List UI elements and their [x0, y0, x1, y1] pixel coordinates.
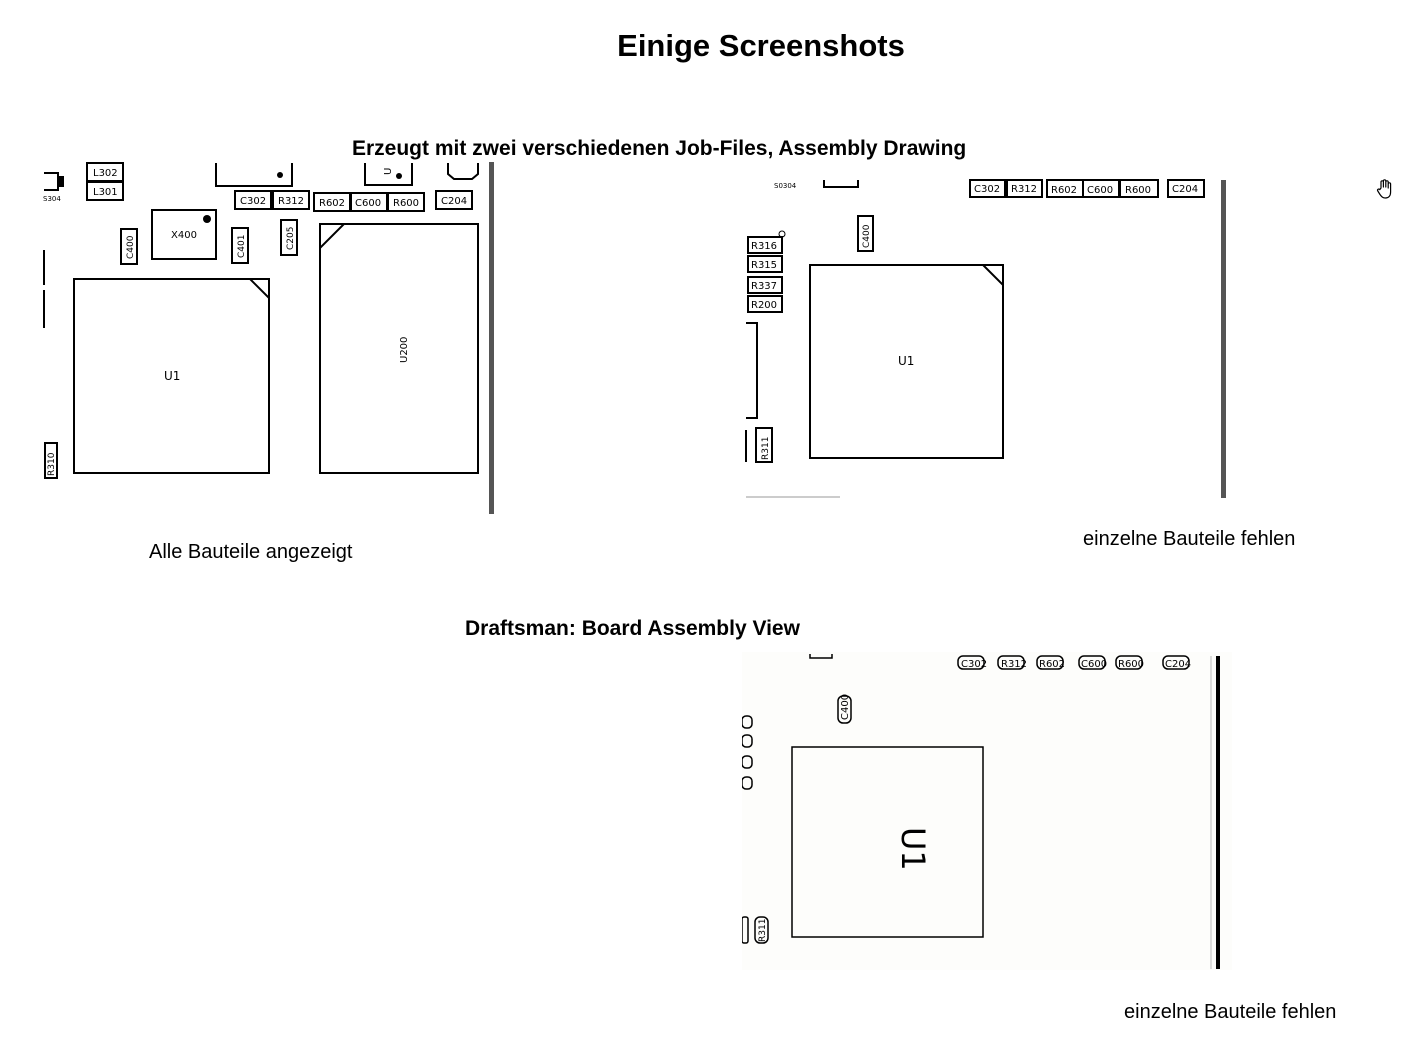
label-u1: U1 — [894, 827, 932, 871]
section-title-assembly-drawing: Erzeugt mit zwei verschiedenen Job-Files… — [352, 137, 967, 160]
label-u200: U200 — [399, 337, 410, 363]
label-c302: C302 — [974, 184, 1000, 195]
label-r602: R602 — [1039, 659, 1065, 670]
label-s304: S304 — [43, 195, 61, 203]
label-r312: R312 — [1011, 184, 1037, 195]
label-c204: C204 — [1165, 659, 1191, 670]
label-r315: R315 — [751, 260, 777, 271]
label-c204: C204 — [1172, 184, 1198, 195]
label-c400: C400 — [862, 224, 872, 248]
caption-draftsman-missing-parts: einzelne Bauteile fehlen — [1124, 1001, 1337, 1023]
label-l301: L301 — [93, 187, 118, 198]
label-r600: R600 — [1125, 185, 1151, 196]
label-r312: R312 — [1001, 659, 1027, 670]
label-s0304: S0304 — [774, 182, 797, 190]
caption-all-parts: Alle Bauteile angezeigt — [149, 541, 353, 563]
label-c401: C401 — [237, 235, 247, 258]
label-r316: R316 — [751, 241, 777, 252]
caption-missing-parts: einzelne Bauteile fehlen — [1083, 528, 1296, 550]
assembly-drawing-all-parts: L302 L301 S304 C302 R312 R602 C600 R600 … — [43, 162, 494, 514]
hand-cursor-icon — [1377, 179, 1392, 199]
label-c600: C600 — [1081, 659, 1107, 670]
label-l302: L302 — [93, 168, 118, 179]
label-c400: C400 — [840, 694, 851, 720]
label-c204: C204 — [441, 196, 467, 207]
label-u-partial: U — [383, 168, 394, 175]
label-c400: C400 — [126, 235, 136, 259]
label-r600: R600 — [393, 198, 419, 209]
label-r311: R311 — [758, 919, 768, 942]
label-c205: C205 — [286, 227, 296, 250]
draftsman-board-assembly-view: C302 R312 R602 C600 R600 C204 C400 U1 R3… — [742, 652, 1232, 970]
label-r602: R602 — [319, 198, 345, 209]
label-c600: C600 — [355, 198, 381, 209]
page-title: Einige Screenshots — [617, 28, 905, 63]
label-c302: C302 — [961, 659, 987, 670]
label-u1: U1 — [898, 354, 914, 368]
section-title-draftsman: Draftsman: Board Assembly View — [465, 617, 800, 640]
label-r311: R311 — [761, 437, 771, 460]
label-r600: R600 — [1118, 659, 1144, 670]
label-c600: C600 — [1087, 185, 1113, 196]
label-r310: R310 — [47, 452, 57, 476]
label-r200: R200 — [751, 300, 777, 311]
label-x400: X400 — [171, 230, 197, 241]
label-c302: C302 — [240, 196, 266, 207]
assembly-drawing-missing-parts: S0304 C302 R312 R602 C600 R600 C204 C400… — [745, 179, 1226, 498]
label-r602: R602 — [1051, 185, 1077, 196]
label-u1: U1 — [164, 369, 180, 383]
label-r312: R312 — [278, 196, 304, 207]
label-r337: R337 — [751, 281, 777, 292]
